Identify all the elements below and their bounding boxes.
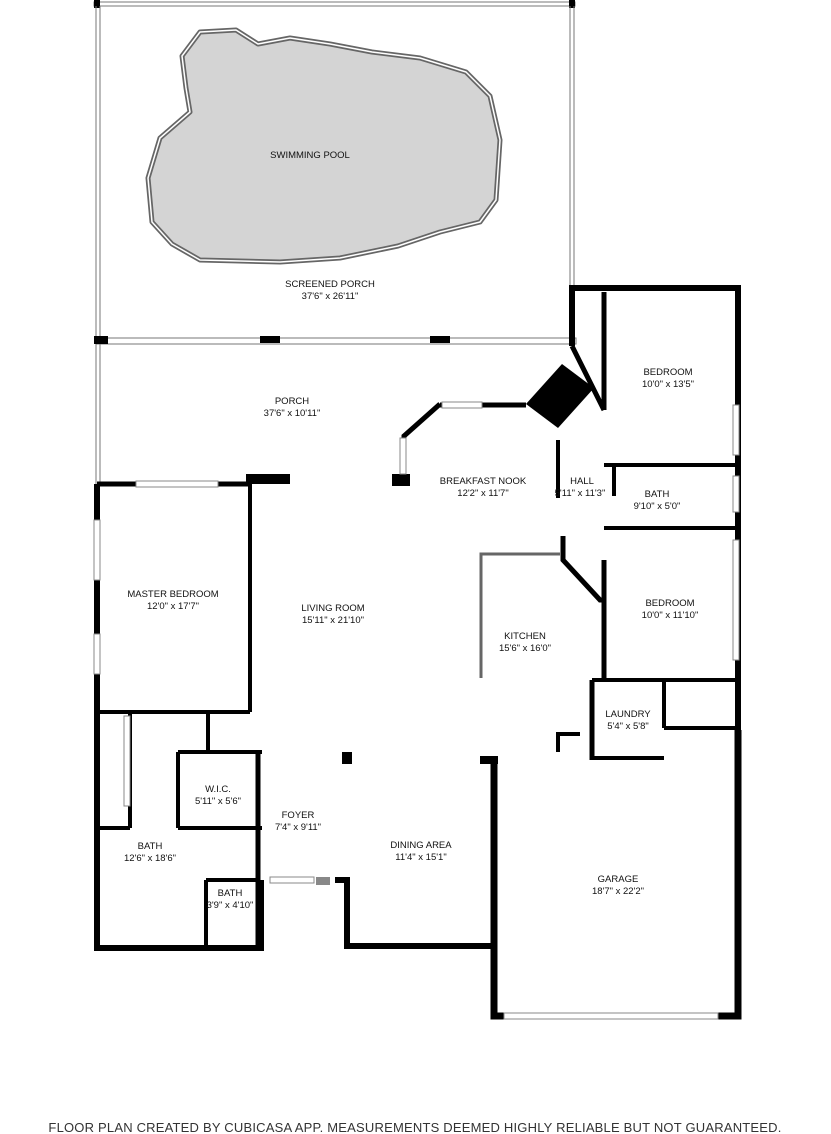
room-labels: SWIMMING POOL SCREENED PORCH 37'6" x 26'… — [124, 150, 698, 911]
dims-bath-tiny: 3'9" x 4'10" — [207, 900, 254, 911]
label-garage: GARAGE — [598, 874, 639, 885]
dims-bedroom-top: 10'0" x 13'5" — [642, 379, 694, 390]
dims-master-bedroom: 12'0" x 17'7" — [147, 601, 199, 612]
label-dining-area: DINING AREA — [390, 840, 452, 851]
label-master-bedroom: MASTER BEDROOM — [127, 589, 218, 600]
dims-bath-small: 9'10" x 5'0" — [634, 501, 681, 512]
label-breakfast-nook: BREAKFAST NOOK — [440, 476, 527, 487]
label-kitchen: KITCHEN — [504, 631, 546, 642]
footer-disclaimer: FLOOR PLAN CREATED BY CUBICASA APP. MEAS… — [48, 1120, 781, 1134]
dims-kitchen: 15'6" x 16'0" — [499, 643, 551, 654]
label-bath-tiny: BATH — [218, 888, 243, 899]
exterior-walls — [94, 285, 742, 1020]
swimming-pool — [145, 27, 503, 265]
screened-porch-walls — [93, 0, 577, 484]
dims-foyer: 7'4" x 9'11" — [275, 822, 321, 833]
label-living-room: LIVING ROOM — [301, 603, 364, 614]
label-screened-porch: SCREENED PORCH — [285, 279, 375, 290]
label-bath-small: BATH — [645, 489, 670, 500]
label-hall: HALL — [570, 476, 594, 487]
dims-living-room: 15'11" x 21'10" — [302, 615, 364, 626]
dims-wic: 5'11" x 5'6" — [195, 796, 241, 807]
label-master-bath: BATH — [138, 841, 163, 852]
label-porch: PORCH — [275, 396, 309, 407]
dims-laundry: 5'4" x 5'8" — [607, 721, 649, 732]
dims-bedroom-mid: 10'0" x 11'10" — [642, 610, 699, 621]
dims-dining-area: 11'4" x 15'1" — [395, 852, 446, 863]
dims-porch: 37'6" x 10'11" — [264, 408, 321, 419]
label-laundry: LAUNDRY — [605, 709, 651, 720]
label-bedroom-mid: BEDROOM — [645, 598, 694, 609]
label-swimming-pool: SWIMMING POOL — [270, 150, 350, 161]
label-wic: W.I.C. — [205, 784, 231, 795]
label-bedroom-top: BEDROOM — [643, 367, 692, 378]
dims-master-bath: 12'6" x 18'6" — [124, 853, 176, 864]
bay-window — [392, 402, 442, 486]
dims-hall: 5'11" x 11'3" — [555, 488, 606, 499]
fireplace — [526, 364, 594, 428]
dims-screened-porch: 37'6" x 26'11" — [302, 291, 359, 302]
label-foyer: FOYER — [282, 810, 315, 821]
dims-breakfast-nook: 12'2" x 11'7" — [457, 488, 508, 499]
dims-garage: 18'7" x 22'2" — [592, 886, 644, 897]
windows — [93, 401, 740, 1020]
